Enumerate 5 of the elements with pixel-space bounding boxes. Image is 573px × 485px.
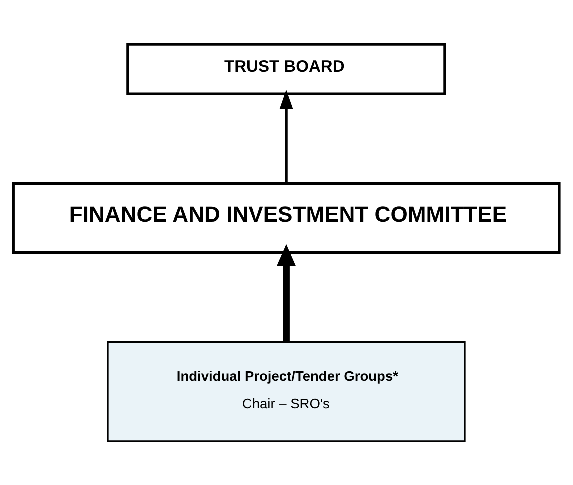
node-box: Individual Project/Tender Groups* Chair – SRO's — [107, 340, 466, 442]
arrow — [277, 244, 296, 342]
arrow — [280, 90, 294, 184]
node-box: FINANCE AND INVESTMENT COMMITTEE — [12, 182, 561, 254]
node-box: TRUST BOARD — [126, 42, 446, 96]
